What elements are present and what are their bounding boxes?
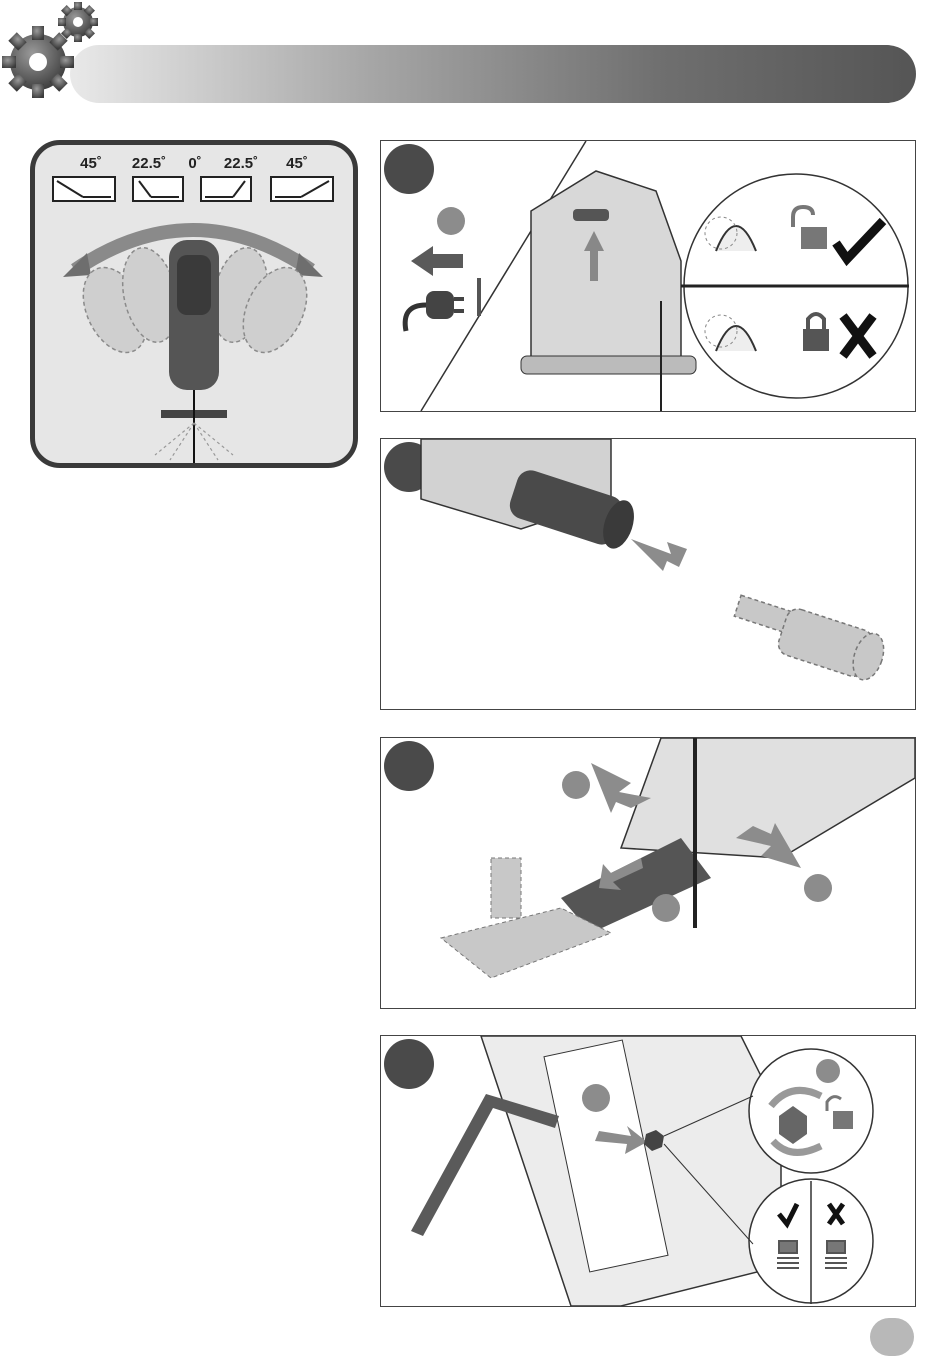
angle-label-right-22-5: 22.5˚ xyxy=(224,155,258,172)
step-panel-3 xyxy=(380,737,916,1009)
panel-2-illustration xyxy=(381,439,915,709)
detail-rotate-circle xyxy=(749,1049,873,1173)
header-bar xyxy=(70,45,916,103)
jigsaw-top xyxy=(521,171,696,411)
callout-right xyxy=(804,874,832,902)
angle-label-0: 0˚ xyxy=(188,155,201,172)
panel-3-illustration xyxy=(381,738,915,1008)
step-panel-1 xyxy=(380,140,916,412)
step-panel-4 xyxy=(380,1035,916,1307)
callout-bottom xyxy=(652,894,680,922)
panel-4-illustration xyxy=(381,1036,915,1306)
callout-left xyxy=(562,771,590,799)
unplug-arrow xyxy=(411,246,463,276)
angle-labels: 45˚ 22.5˚ 0˚ 22.5˚ 45˚ xyxy=(35,151,353,173)
angle-boxes xyxy=(53,177,333,201)
bevel-illustration xyxy=(35,145,353,463)
page-number-tab xyxy=(870,1318,914,1356)
remove-arrow xyxy=(631,539,687,571)
angle-label-right-45: 45˚ xyxy=(286,155,308,172)
angle-label-left-45: 45˚ xyxy=(80,155,102,172)
angle-label-left-22-5: 22.5˚ xyxy=(132,155,166,172)
panel-1-illustration xyxy=(381,141,915,411)
callout-insert xyxy=(582,1084,610,1112)
gears-icon xyxy=(0,0,110,110)
callout-a xyxy=(437,207,465,235)
unplug-icon xyxy=(405,278,481,331)
step-panel-2 xyxy=(380,438,916,710)
bevel-angle-panel: 45˚ 22.5˚ 0˚ 22.5˚ 45˚ xyxy=(30,140,358,468)
